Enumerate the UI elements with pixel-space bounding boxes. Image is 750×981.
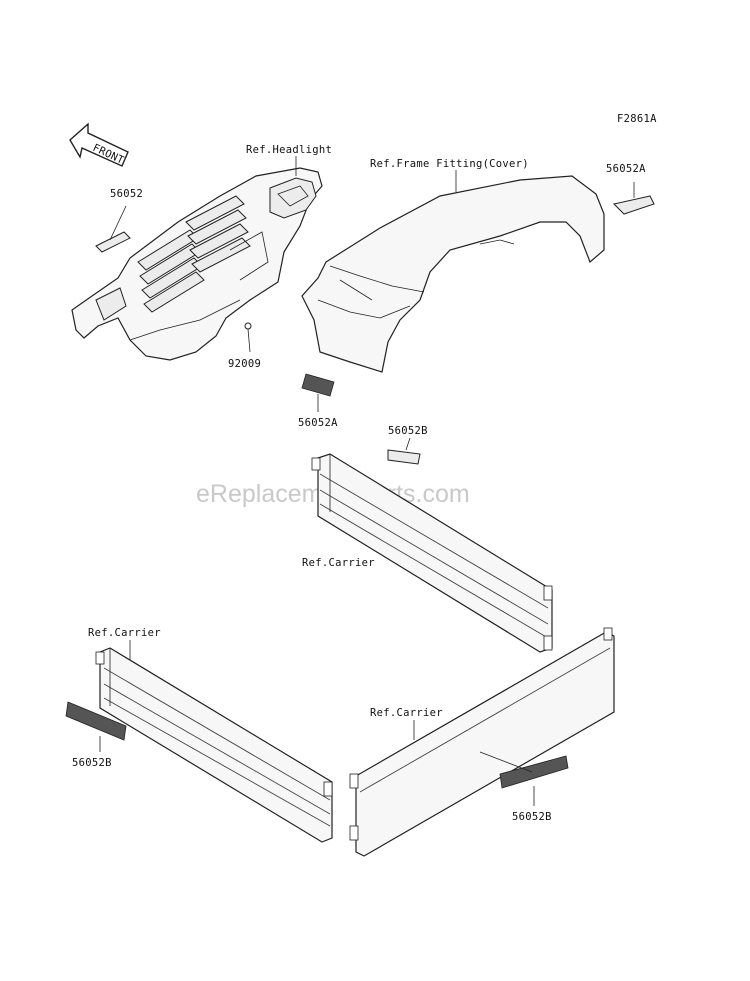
decal-56052B-top (387, 437, 421, 465)
carrier-panel-right (349, 627, 615, 857)
label-92009: 92009 (228, 358, 261, 370)
emblem-56052 (95, 205, 131, 253)
label-ref-carrier-1: Ref.Carrier (302, 557, 375, 569)
label-56052B-right: 56052B (512, 811, 552, 823)
decal-56052A-mid (301, 373, 335, 412)
frame-fitting-cover-part (301, 175, 605, 373)
decal-56052B-right (479, 751, 569, 806)
carrier-panel-rear (311, 453, 553, 653)
label-ref-carrier-3: Ref.Carrier (370, 707, 443, 719)
label-56052A-mid: 56052A (298, 417, 338, 429)
decal-56052B-left (65, 701, 127, 752)
front-arrow-icon: FRONT (69, 122, 129, 167)
decal-56052A-top (613, 182, 655, 215)
label-56052B-left: 56052B (72, 757, 112, 769)
grille-slots (137, 195, 251, 313)
label-56052B-top: 56052B (388, 425, 428, 437)
headlight-cover-part (71, 167, 323, 361)
carrier-panel-left (95, 647, 333, 843)
label-56052: 56052 (110, 188, 143, 200)
clip-92009 (244, 322, 252, 353)
label-ref-headlight: Ref.Headlight (246, 144, 332, 156)
figure-code: F2861A (617, 113, 657, 125)
label-56052A-top: 56052A (606, 163, 646, 175)
label-ref-frame-fitting: Ref.Frame Fitting(Cover) (370, 158, 529, 170)
label-ref-carrier-2: Ref.Carrier (88, 627, 161, 639)
